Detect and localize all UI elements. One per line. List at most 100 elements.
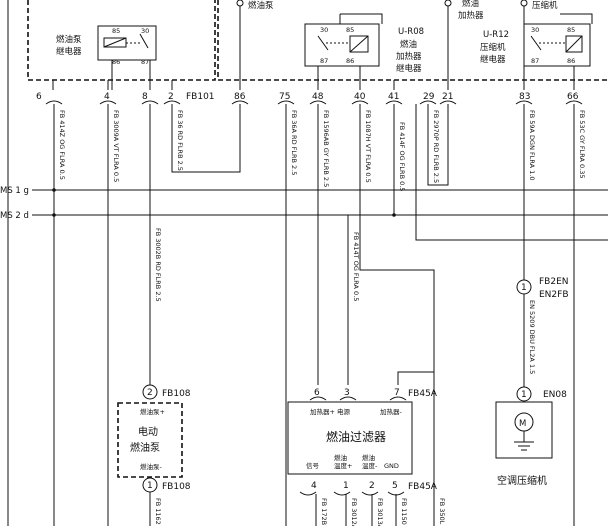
fuel-filter-top-arcs — [309, 396, 407, 401]
heater-relay-label-3: 继电器 — [396, 63, 422, 74]
wire-label-bottom-6: FB 350L — [438, 498, 446, 525]
heater-relay-switch — [317, 35, 329, 51]
fb101-pin-29: 29 — [423, 92, 435, 102]
heater-relay-label-1: 燃油 — [400, 39, 417, 50]
fb101-arc-8 — [141, 100, 159, 105]
wire-label-bottom-4: FB 3013A — [376, 498, 384, 526]
comp-relay-pin-86: 86 — [567, 57, 575, 65]
filter-heater-minus-label: 加热器- — [380, 407, 403, 416]
filter-conn-top-label: FB45A — [408, 389, 438, 399]
wire-internal-heater-top — [339, 13, 383, 24]
connector-fb101: 6 4 8 2 FB101 86 75 48 40 41 29 21 83 66 — [36, 92, 583, 105]
fuel-heater-relay: 30 85 87 86 U-R08 燃油 加热器 继电器 — [304, 23, 424, 74]
fb101-arc-4 — [99, 100, 117, 105]
fb101-pin-83: 83 — [519, 92, 530, 102]
fuel-pump-conn-top-label: FB108 — [162, 389, 191, 399]
compressor-relay-label-1: 压缩机 — [480, 42, 506, 53]
fuel-filter-body — [287, 401, 413, 475]
comp-relay-coil-diag — [565, 35, 583, 53]
filter-signal-label: 信号 — [306, 461, 320, 470]
top-label-fuel-pump: 燃油泵 — [248, 0, 274, 11]
filter-bottom-pin-4: 4 — [311, 481, 317, 491]
compressor-conn1-pin-label: 1 — [521, 283, 527, 293]
fb101-arc-40 — [351, 100, 369, 105]
fb101-arc-21 — [439, 100, 457, 105]
comp-relay-pin-30: 30 — [531, 26, 539, 34]
compressor-name: 空调压缩机 — [497, 474, 547, 487]
filter-temp-minus-label-2: 温度- — [362, 461, 378, 470]
wire-filter-7 — [397, 371, 434, 385]
fb101-arc-6 — [45, 100, 63, 105]
fuel-pump-housing — [117, 402, 183, 478]
fp-relay-coil-diag — [103, 37, 127, 48]
fb101-arc-2 — [163, 100, 181, 105]
fb101-pin-40: 40 — [354, 92, 366, 102]
fp-relay-pin-30: 30 — [141, 27, 149, 35]
fb101-arc-48 — [309, 100, 327, 105]
wire-40 — [359, 104, 435, 385]
fb101-pin-48: 48 — [312, 92, 324, 102]
wire-label-40: FB 1087H VT FLRA 0.5 — [364, 110, 372, 183]
ac-compressor: 1 FB2EN EN2FB EN 5209 DBU FL2A 1.5 1 EN0… — [495, 277, 569, 487]
fp-relay-pin-85: 85 — [112, 27, 120, 35]
wire-label-2: FB 36 RD FLRB 2.5 — [176, 110, 184, 171]
top-label-fuel: 燃油 — [462, 0, 479, 9]
fuel-pump-name-1: 电动 — [138, 425, 158, 438]
fb101-pin-21: 21 — [442, 92, 453, 102]
fuel-filter-bottom-arcs — [299, 491, 405, 496]
wire-internal-comp-top — [560, 13, 593, 24]
electric-fuel-pump: 2 FB108 燃油泵+ 电动 燃油泵 燃油泵- 1 FB108 FB 1162 — [117, 384, 191, 526]
ms1-label: MS 1 g — [0, 186, 29, 196]
filter-temp-minus-label-1: 燃油 — [362, 453, 375, 462]
fp-relay-switch — [139, 33, 149, 49]
filter-top-pin-6: 6 — [314, 388, 320, 398]
comp-relay-switch — [530, 35, 542, 51]
fuel-pump-pin-1: 1 — [147, 481, 153, 491]
ms2-junction-41 — [392, 213, 396, 217]
filter-gnd-label: GND — [384, 462, 399, 470]
wire-label-41: FB 414F OG FLRB 0.5 — [398, 122, 406, 191]
compressor-relay-code: U-R12 — [483, 30, 509, 40]
ms1-junction-6 — [52, 188, 56, 192]
compressor-terminal — [520, 0, 528, 7]
fb101-pin-6: 6 — [36, 92, 42, 102]
fuel-pump-terminal — [236, 0, 244, 7]
fp-relay-pin-86: 86 — [112, 58, 120, 66]
fuel-pump-relay-housing — [27, 0, 216, 81]
fuel-pump-conn-top-pin — [142, 384, 158, 400]
fb101-pin-75: 75 — [279, 92, 290, 102]
fb101-arc-29 — [419, 100, 437, 105]
fuel-pump-relay-label-1: 燃油泵 — [56, 34, 82, 45]
fb101-arc-66 — [565, 100, 583, 105]
filter-temp-plus-label-2: 温度+ — [334, 461, 352, 470]
filter-bottom-pin-2: 2 — [369, 481, 375, 491]
wire-label-bottom-2: FB 172B — [320, 498, 328, 525]
wire-41-branch — [415, 104, 608, 241]
wire-internal-4 — [107, 60, 113, 90]
ms2-junction-6 — [52, 213, 56, 217]
comp-relay-pin-85: 85 — [567, 26, 575, 34]
fb101-pin-41: 41 — [388, 92, 399, 102]
wire-label-6: FB 414Z OG FLRA 0.5 — [58, 110, 66, 180]
compressor-relay: U-R12 压缩机 继电器 30 85 87 86 — [480, 23, 591, 67]
filter-conn-bottom-label: FB45A — [408, 482, 438, 492]
wire-label-4: FB 3009A VT FLRA 0.5 — [112, 110, 120, 182]
wire-label-48: FB 1596AB GY FLRB 2.5 — [322, 110, 330, 187]
fb101-arc-41 — [385, 100, 403, 105]
fuel-filter: 6 3 7 FB45A 加热器+ 电源 加热器- 燃油过滤器 信号 燃油 温度+… — [287, 371, 446, 526]
filter-bottom-pin-5: 5 — [392, 481, 398, 491]
wire-label-en5209: EN 5209 DBU FL2A 1.5 — [528, 300, 536, 374]
fuel-filter-name: 燃油过滤器 — [326, 429, 386, 444]
fb101-pin-8: 8 — [142, 92, 148, 102]
fuel-pump-plus-label: 燃油泵+ — [140, 407, 165, 416]
heater-relay-pin-87: 87 — [320, 57, 328, 65]
ms2-label: MS 2 d — [0, 211, 29, 221]
compressor-conn2-label: EN08 — [543, 390, 567, 400]
fb101-pin-86: 86 — [234, 92, 246, 102]
fuel-pump-name-2: 燃油泵 — [130, 441, 160, 454]
compressor-body — [495, 401, 553, 459]
wire-2-86-loop — [171, 104, 241, 173]
wire-label-83: FB 59A DGN FLRA 1.0 — [528, 110, 536, 180]
wire-label-29: FB 2970P RD FLRB 2.5 — [432, 110, 440, 183]
